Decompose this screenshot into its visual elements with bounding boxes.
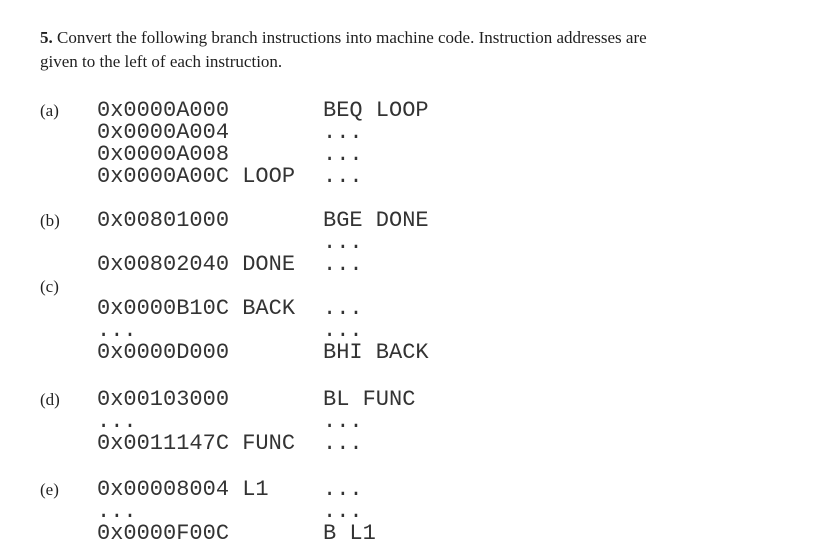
section-b-label: (b) [40, 211, 60, 230]
code-row: 0x0000D000 BHI BACK [0, 342, 828, 364]
code-row: 0x00802040 DONE ... [0, 254, 828, 276]
section-b: (b) 0x00801000 BGE DONE ... 0x00802040 D… [0, 210, 828, 276]
code-row: (e) 0x00008004 L1 ... [0, 479, 828, 501]
section-d-label: (d) [40, 390, 60, 409]
code-row: ... ... [0, 411, 828, 433]
address-cell: 0x0000B10C BACK [97, 296, 296, 321]
section-a-label: (a) [40, 101, 59, 120]
address-cell: 0x0011147C FUNC [97, 431, 296, 456]
instruction-cell: B L1 [323, 521, 376, 546]
prompt-line-1: 5. Convert the following branch instruct… [40, 26, 790, 50]
section-spacer [0, 364, 828, 389]
code-row: (c) [0, 276, 828, 298]
instruction-cell: ... [323, 164, 363, 189]
code-row: 0x0000A004 ... [0, 122, 828, 144]
code-row: 0x0000A008 ... [0, 144, 828, 166]
instruction-cell: ... [323, 409, 363, 434]
instruction-cell: BEQ LOOP [323, 98, 429, 123]
address-cell: 0x00008004 L1 [97, 477, 269, 502]
address-cell: 0x0000A008 [97, 142, 230, 167]
code-row: (b) 0x00801000 BGE DONE [0, 210, 828, 232]
prompt-line-2: given to the left of each instruction. [40, 52, 283, 71]
instruction-cell: ... [323, 477, 363, 502]
code-listing: (a) 0x0000A000 BEQ LOOP 0x0000A004 ... 0… [0, 100, 828, 545]
address-cell: 0x00103000 [97, 387, 230, 412]
address-cell: 0x0000D000 [97, 340, 230, 365]
address-cell: 0x00802040 DONE [97, 252, 296, 277]
code-row: (d) 0x00103000 BL FUNC [0, 389, 828, 411]
instruction-cell: ... [323, 142, 363, 167]
section-e-label: (e) [40, 480, 59, 499]
instruction-cell: ... [323, 318, 363, 343]
address-cell: ... [97, 499, 137, 524]
instruction-cell: ... [323, 296, 363, 321]
exercise-number: 5. [40, 28, 53, 47]
instruction-cell: ... [323, 431, 363, 456]
section-c-label: (c) [40, 277, 59, 296]
section-c: (c) 0x0000B10C BACK ... ... ... 0x0000D0… [0, 276, 828, 364]
instruction-cell: ... [323, 252, 363, 277]
address-cell: 0x0000A000 [97, 98, 230, 123]
code-row: 0x0000B10C BACK ... [0, 298, 828, 320]
instruction-cell: ... [323, 499, 363, 524]
section-spacer [0, 455, 828, 479]
section-a: (a) 0x0000A000 BEQ LOOP 0x0000A004 ... 0… [0, 100, 828, 188]
instruction-cell: BL FUNC [323, 387, 416, 412]
address-cell: ... [97, 318, 137, 343]
address-cell: 0x0000A00C LOOP [97, 164, 296, 189]
instruction-cell: ... [323, 230, 363, 255]
code-row: 0x0011147C FUNC ... [0, 433, 828, 455]
address-cell: 0x0000F00C [97, 521, 230, 546]
address-cell: ... [97, 409, 137, 434]
exercise-prompt: 5. Convert the following branch instruct… [40, 26, 790, 74]
code-row: 0x0000F00C B L1 [0, 523, 828, 545]
address-cell: 0x0000A004 [97, 120, 230, 145]
code-row: ... ... [0, 320, 828, 342]
instruction-cell: ... [323, 120, 363, 145]
address-cell: 0x00801000 [97, 208, 230, 233]
prompt-line-1-text: Convert the following branch instruction… [57, 28, 647, 47]
code-row: ... [0, 232, 828, 254]
instruction-cell: BGE DONE [323, 208, 429, 233]
code-row: ... ... [0, 501, 828, 523]
code-row: 0x0000A00C LOOP ... [0, 166, 828, 188]
section-d: (d) 0x00103000 BL FUNC ... ... 0x0011147… [0, 389, 828, 455]
section-spacer [0, 188, 828, 210]
section-e: (e) 0x00008004 L1 ... ... ... 0x0000F00C… [0, 479, 828, 545]
exercise-page: { "page": { "background": "#ffffff", "he… [40, 26, 790, 545]
code-row: (a) 0x0000A000 BEQ LOOP [0, 100, 828, 122]
instruction-cell: BHI BACK [323, 340, 429, 365]
